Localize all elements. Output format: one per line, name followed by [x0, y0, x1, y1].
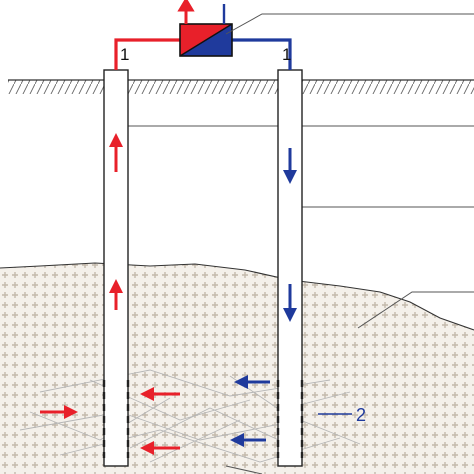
- left-arrow-icon: [230, 433, 266, 447]
- aquifer-top-boundary: [0, 262, 474, 331]
- right-arrow-icon: [40, 405, 78, 419]
- upward-arrow-icon: [109, 279, 123, 310]
- heat-exchanger-outlet-arrow: [177, 0, 195, 24]
- warm-pipe: [114, 38, 180, 70]
- warm-well: [102, 69, 130, 467]
- cold-well: [276, 69, 304, 467]
- left-arrow-icon: [140, 441, 180, 455]
- downward-arrow-icon: [283, 284, 297, 322]
- warm-well-label: 1: [120, 45, 129, 64]
- downward-arrow-icon: [283, 148, 297, 184]
- upward-arrow-icon: [109, 133, 123, 172]
- warm-well-screen: [102, 380, 130, 458]
- cold-well-flow-arrows: [283, 148, 297, 322]
- cold-well-label: 1: [282, 45, 291, 64]
- left-arrow-icon: [140, 387, 180, 401]
- ground-surface-hatching: [8, 80, 474, 94]
- aquifer-flow-arrows: [40, 375, 270, 455]
- warm-well-casing: [103, 69, 129, 467]
- heat-exchanger: [179, 23, 233, 57]
- heat-exchanger-leader-line: [225, 13, 474, 35]
- cold-pipe: [232, 38, 292, 70]
- left-arrow-icon: [234, 375, 270, 389]
- aquifer-label: 2: [356, 405, 366, 425]
- cold-well-screen: [276, 380, 304, 458]
- cold-well-casing: [277, 69, 303, 467]
- warm-well-flow-arrows: [109, 133, 123, 310]
